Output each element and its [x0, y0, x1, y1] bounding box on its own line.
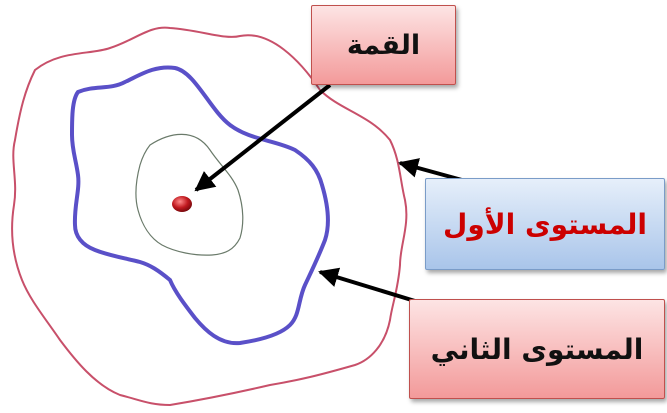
first-level-label-box: المستوى الأول	[425, 178, 665, 270]
first-level-label: المستوى الأول	[443, 207, 647, 241]
second-level-label: المستوى الثاني	[430, 332, 644, 366]
second-level-label-box: المستوى الثاني	[409, 299, 665, 399]
arrow-to-first-level	[398, 158, 463, 182]
peak-label-box: القمة	[311, 5, 456, 85]
peak-label: القمة	[346, 29, 421, 61]
arrow-to-peak	[194, 83, 332, 192]
inner-contour-line	[135, 133, 244, 256]
middle-contour-line	[69, 65, 330, 346]
outer-contour-line	[11, 26, 408, 407]
peak-point	[172, 196, 192, 212]
